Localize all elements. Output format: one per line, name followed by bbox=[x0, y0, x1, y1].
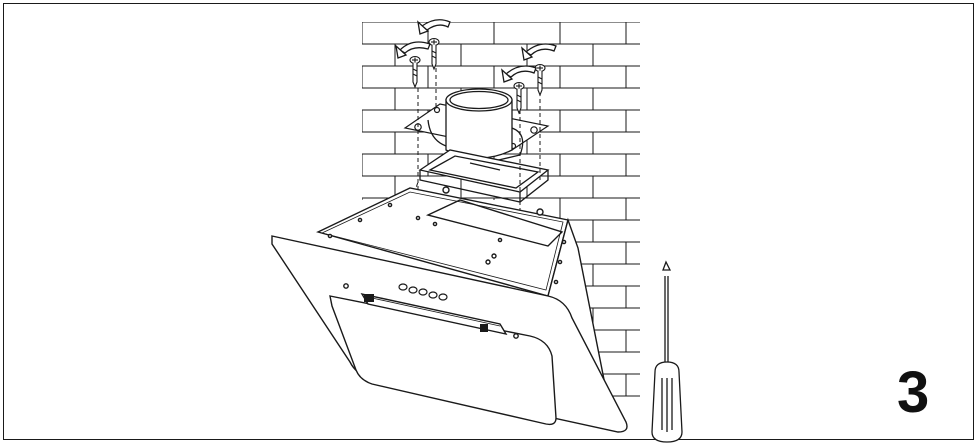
diagram-frame bbox=[3, 3, 974, 440]
duct-adapter-icon bbox=[427, 88, 524, 163]
rotate-arrow-icon bbox=[395, 19, 557, 83]
cooker-hood-icon bbox=[271, 186, 628, 433]
step-number: 3 bbox=[897, 360, 930, 425]
screwdriver-icon bbox=[651, 260, 683, 443]
control-buttons-icon bbox=[398, 283, 448, 301]
wall-screw-icon bbox=[409, 37, 546, 115]
